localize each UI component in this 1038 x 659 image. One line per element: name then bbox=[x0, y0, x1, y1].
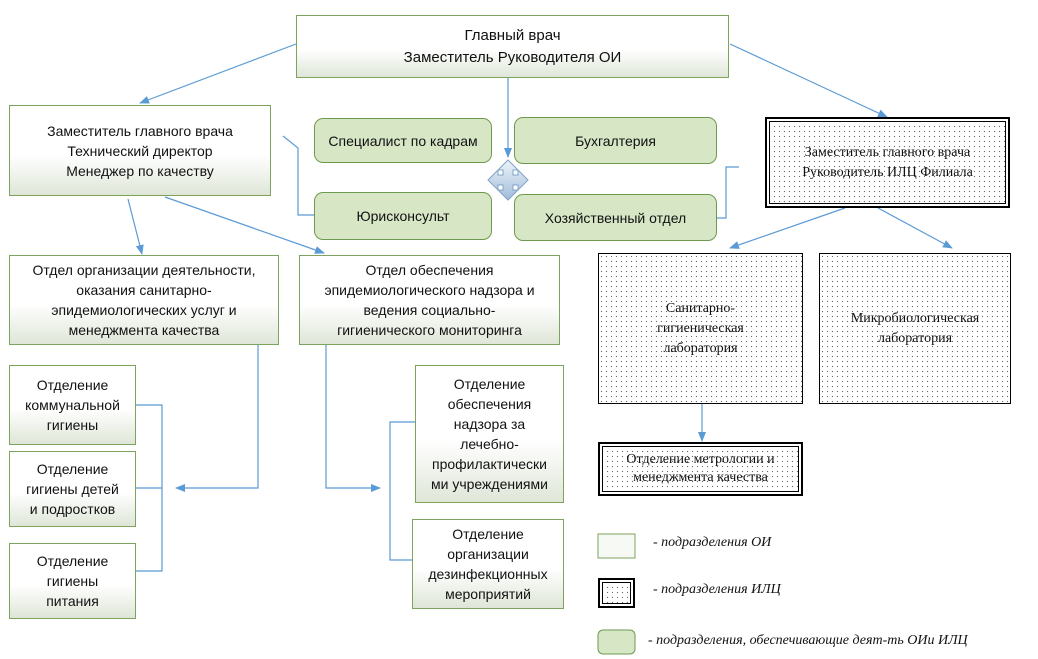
sec-children-line-2: гигиены детей bbox=[26, 481, 119, 497]
chief-box: Главный врач Заместитель Руководителя ОИ bbox=[296, 15, 729, 78]
sec-disinfection-box: Отделение организации дезинфекционных ме… bbox=[412, 519, 564, 609]
deputy-right-line-2: Руководитель ИЛЦ Филиала bbox=[802, 164, 973, 180]
dept-epid-line-3: ведения социально- bbox=[363, 302, 496, 318]
sec-medical-box: Отделение обеспечения надзора за лечебно… bbox=[415, 365, 564, 503]
dept-epid-line-1: Отдел обеспечения bbox=[365, 262, 494, 278]
lab-sanitary-line-1: Санитарно- bbox=[665, 300, 736, 316]
dept-org-box: Отдел организации деятельности, оказания… bbox=[9, 255, 279, 345]
deputy-left-line-3: Менеджер по качеству bbox=[66, 162, 214, 179]
accounting-label: Бухгалтерия bbox=[575, 132, 656, 149]
legend-swatch-service bbox=[597, 629, 636, 655]
sec-food-line-2: гигиены bbox=[46, 573, 99, 589]
sec-food-line-3: питания bbox=[46, 593, 99, 609]
maintenance-box: Хозяйственный отдел bbox=[514, 194, 717, 241]
sec-metrology-line-1: Отделение метрологии и bbox=[626, 452, 775, 467]
bracket-right-sections bbox=[389, 421, 415, 561]
sec-metrology-box: Отделение метрологии и менеджмента качес… bbox=[598, 442, 803, 496]
connector-dept-epid-down bbox=[325, 345, 381, 492]
deputy-left-box: Заместитель главного врача Технический д… bbox=[9, 105, 271, 196]
sec-medical-line-4: лечебно- bbox=[460, 436, 519, 452]
arrow-deputy-left-to-dept-epid bbox=[164, 196, 325, 254]
dept-epid-line-2: эпидемиологического надзора и bbox=[324, 282, 535, 298]
dept-epid-box: Отдел обеспечения эпидемиологического на… bbox=[299, 255, 560, 345]
sec-food-box: Отделение гигиены питания bbox=[9, 543, 136, 619]
sec-children-box: Отделение гигиены детей и подростков bbox=[9, 451, 136, 527]
sec-communal-box: Отделение коммунальной гигиены bbox=[9, 365, 136, 445]
sec-medical-line-6: ми учреждениями bbox=[431, 476, 548, 492]
sec-children-line-3: и подростков bbox=[29, 501, 116, 517]
deputy-right-box: Заместитель главного врача Руководитель … bbox=[765, 117, 1010, 208]
connector-dept-org-down bbox=[175, 345, 259, 492]
hr-box: Специалист по кадрам bbox=[314, 118, 492, 163]
dept-org-line-1: Отдел организации деятельности, bbox=[32, 262, 256, 278]
sec-medical-line-5: профилактически bbox=[432, 456, 547, 472]
dept-org-line-3: эпидемиологических услуг и bbox=[51, 302, 237, 318]
deputy-right-line-1: Заместитель главного врача bbox=[804, 144, 971, 160]
sec-medical-line-3: надзора за bbox=[453, 416, 526, 432]
arrow-deputy-left-to-dept-org bbox=[127, 198, 144, 255]
maintenance-label: Хозяйственный отдел bbox=[544, 209, 687, 226]
arrow-deputy-right-to-lab-micro bbox=[877, 207, 953, 249]
bracket-service-left bbox=[282, 135, 314, 216]
sec-medical-line-2: обеспечения bbox=[447, 396, 532, 412]
lab-micro-line-1: Микробиологическая bbox=[850, 310, 980, 326]
bracket-service-right bbox=[717, 166, 739, 219]
deputy-left-line-1: Заместитель главного врача bbox=[47, 122, 233, 139]
sec-disinfection-line-2: организации bbox=[447, 546, 529, 562]
legal-label: Юрисконсульт bbox=[356, 208, 450, 224]
legal-box: Юрисконсульт bbox=[314, 192, 492, 240]
accounting-box: Бухгалтерия bbox=[514, 117, 717, 164]
hr-label: Специалист по кадрам bbox=[328, 132, 478, 149]
chief-line-2: Заместитель Руководителя ОИ bbox=[403, 48, 622, 66]
lab-sanitary-line-2: гигиеническая bbox=[657, 320, 744, 336]
deputy-left-line-2: Технический директор bbox=[67, 142, 213, 159]
lab-sanitary-box: Санитарно- гигиеническая лаборатория bbox=[598, 253, 803, 404]
sec-medical-line-1: Отделение bbox=[453, 376, 526, 392]
sec-communal-line-2: коммунальной bbox=[25, 397, 120, 413]
legend-label-oi: - подразделения ОИ bbox=[653, 535, 772, 550]
dept-org-line-2: оказания санитарно- bbox=[76, 282, 212, 298]
dept-epid-line-4: гигиенического мониторинга bbox=[337, 322, 522, 338]
lab-micro-box: Микробиологическая лаборатория bbox=[819, 253, 1011, 404]
legend-label-service: - подразделения, обеспечивающие деят-ть … bbox=[648, 633, 968, 648]
lab-micro-line-2: лаборатория bbox=[877, 330, 953, 346]
sec-communal-line-1: Отделение bbox=[36, 377, 109, 393]
sec-metrology-line-2: менеджмента качества bbox=[633, 470, 768, 485]
sec-food-line-1: Отделение bbox=[36, 553, 109, 569]
sec-children-line-1: Отделение bbox=[36, 461, 109, 477]
legend-swatch-ilc bbox=[598, 578, 635, 608]
four-way-arrow-icon bbox=[487, 159, 529, 201]
arrow-chief-to-deputy-right bbox=[729, 43, 888, 118]
sec-disinfection-line-4: мероприятий bbox=[445, 586, 531, 602]
sec-disinfection-line-3: дезинфекционных bbox=[428, 566, 548, 582]
chief-line-1: Главный врач bbox=[464, 26, 561, 44]
arrow-deputy-right-to-lab-sanitary bbox=[729, 207, 846, 249]
legend-swatch-oi bbox=[597, 533, 636, 559]
arrow-chief-to-deputy-left bbox=[139, 43, 297, 104]
lab-sanitary-line-3: лаборатория bbox=[663, 340, 738, 356]
sec-communal-line-3: гигиены bbox=[46, 417, 99, 433]
sec-disinfection-line-1: Отделение bbox=[452, 526, 524, 542]
legend-label-ilc: - подразделения ИЛЦ bbox=[653, 582, 781, 597]
dept-org-line-4: менеджмента качества bbox=[68, 322, 220, 338]
